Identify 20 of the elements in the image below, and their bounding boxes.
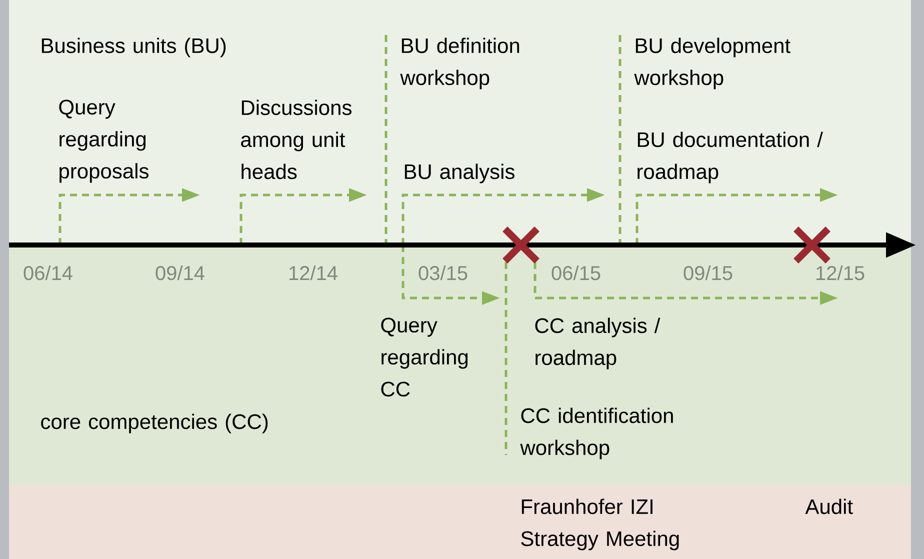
tick-label: 03/15 bbox=[418, 266, 468, 280]
milestone-label: Audit bbox=[805, 498, 853, 514]
tick-label: 12/14 bbox=[290, 266, 338, 280]
band-label: core competencies (CC) bbox=[41, 414, 268, 434]
activity-label: BU development workshop bbox=[634, 38, 790, 90]
tick-label: 09/15 bbox=[684, 266, 732, 280]
milestone-label: Fraunhofer IZI Strategy Meeting bbox=[521, 498, 679, 550]
band-label: Business units (BU) bbox=[42, 38, 226, 58]
activity-label: BU definition workshop bbox=[400, 38, 520, 90]
activity-label: CC identification workshop bbox=[520, 408, 673, 460]
activity-label: Discussions among unit heads bbox=[241, 100, 352, 180]
activity-label: Query regarding CC bbox=[381, 318, 468, 397]
tick-label: 12/15 bbox=[816, 266, 864, 280]
activity-label: BU documentation / roadmap bbox=[638, 132, 823, 184]
tick-label: 06/14 bbox=[24, 266, 72, 280]
tick-label: 09/14 bbox=[156, 266, 204, 280]
activity-label: Query regarding proposals bbox=[59, 100, 148, 183]
activity-label: CC analysis / roadmap bbox=[535, 318, 660, 370]
activity-label: BU analysis bbox=[404, 164, 514, 184]
tick-label: 06/15 bbox=[552, 266, 600, 280]
